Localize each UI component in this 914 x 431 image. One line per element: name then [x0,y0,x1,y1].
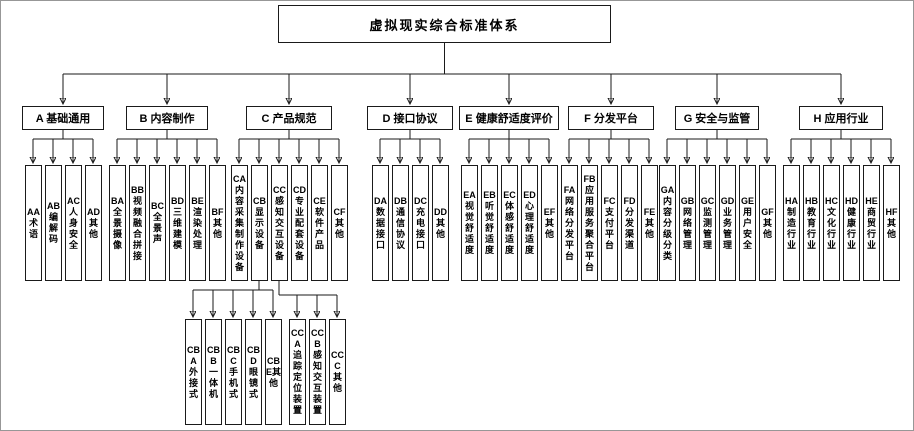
node-fd: FD分发渠道 [621,165,638,281]
node-ca: CA内容采集制作设备 [231,165,248,281]
node-cbd: CBD眼镜式 [245,319,262,425]
node-bf: BF其他 [209,165,226,281]
node-ed: ED心理舒适度 [521,165,538,281]
node-cd: CD专业配套设备 [291,165,308,281]
group-header-a: A 基础通用 [22,106,104,130]
group-header-d: D 接口协议 [367,106,453,130]
node-eb: EB听觉舒适度 [481,165,498,281]
node-da: DA数据接口 [372,165,389,281]
node-dc: DC充电接口 [412,165,429,281]
node-fb: FB应用服务聚合平台 [581,165,598,281]
node-cbe: CBE其他 [265,319,282,425]
node-cca: CCA追踪定位装置 [289,319,306,425]
node-ef: EF其他 [541,165,558,281]
node-ec: EC体感舒适度 [501,165,518,281]
node-ab: AB编解码 [45,165,62,281]
node-db: DB通信协议 [392,165,409,281]
node-gc: GC监测管理 [699,165,716,281]
node-bd: BD三维建模 [169,165,186,281]
node-bc: BC全景声 [149,165,166,281]
node-gd: GD业务管理 [719,165,736,281]
node-ba: BA全景摄像 [109,165,126,281]
node-fa: FA网络分发平台 [561,165,578,281]
node-gb: GB网络管理 [679,165,696,281]
node-hf: HF其他 [883,165,900,281]
node-ha: HA制造行业 [783,165,800,281]
node-ea: EA视觉舒适度 [461,165,478,281]
group-header-g: G 安全与监管 [675,106,759,130]
node-ccc: CCC其他 [329,319,346,425]
node-cbc: CBC手机式 [225,319,242,425]
node-cc: CC感知交互设备 [271,165,288,281]
group-header-c: C 产品规范 [246,106,332,130]
node-fc: FC支付平台 [601,165,618,281]
node-fe: FE其他 [641,165,658,281]
node-cb: CB显示设备 [251,165,268,281]
node-hb: HB教育行业 [803,165,820,281]
group-header-e: E 健康舒适度评价 [459,106,559,130]
node-gf: GF其他 [759,165,776,281]
node-ga: GA内容分级分类 [659,165,676,281]
group-header-b: B 内容制作 [126,106,208,130]
node-be: BE渲染处理 [189,165,206,281]
node-hc: HC文化行业 [823,165,840,281]
node-he: HE商贸行业 [863,165,880,281]
node-cbb: CBB一体机 [205,319,222,425]
root-node-title: 虚拟现实综合标准体系 [278,5,611,43]
node-ac: AC人身安全 [65,165,82,281]
node-ad: AD其他 [85,165,102,281]
group-header-h: H 应用行业 [799,106,883,130]
node-cba: CBA外接式 [185,319,202,425]
node-bb: BB视频融合拼接 [129,165,146,281]
node-aa: AA术语 [25,165,42,281]
node-ce: CE软件产品 [311,165,328,281]
node-ccb: CCB感知交互装置 [309,319,326,425]
node-hd: HD健康行业 [843,165,860,281]
node-cf: CF其他 [331,165,348,281]
node-ge: GE用户安全 [739,165,756,281]
node-dd: DD其他 [432,165,449,281]
group-header-f: F 分发平台 [568,106,654,130]
